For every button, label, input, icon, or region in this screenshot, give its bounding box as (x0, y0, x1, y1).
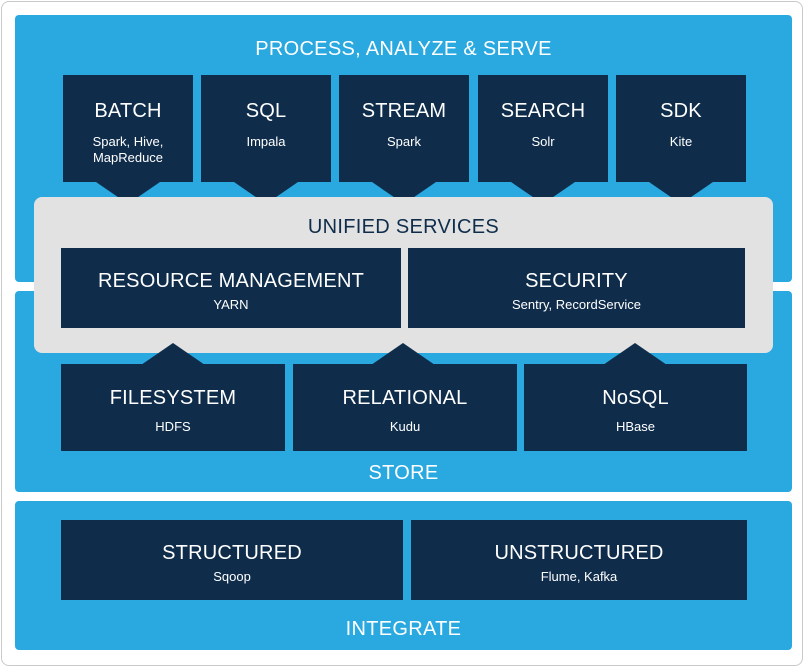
tile-resource-management-title: RESOURCE MANAGEMENT (97, 270, 365, 292)
tile-filesystem: FILESYSTEM HDFS (61, 364, 285, 451)
tile-structured-sub: Sqoop (213, 569, 251, 584)
tile-stream-sub1: Spark (387, 134, 421, 149)
tile-stream-title: STREAM (361, 100, 447, 122)
tile-batch: BATCH Spark, Hive, MapReduce (63, 75, 193, 182)
integrate-band-title: INTEGRATE (345, 618, 462, 640)
tile-search-title: SEARCH (500, 100, 586, 122)
store-band-title: STORE (368, 462, 439, 484)
tile-resource-management: RESOURCE MANAGEMENT YARN (61, 248, 401, 328)
tile-security: SECURITY Sentry, RecordService (408, 248, 745, 328)
tile-sdk-sub1: Kite (669, 134, 693, 149)
tile-security-title: SECURITY (525, 270, 628, 292)
tile-sdk: SDK Kite (616, 75, 746, 182)
tile-sdk-title: SDK (660, 100, 702, 122)
tile-batch-sub2: MapReduce (92, 150, 164, 165)
tile-batch-title: BATCH (94, 100, 162, 122)
tile-structured: STRUCTURED Sqoop (61, 520, 403, 600)
tile-filesystem-sub: HDFS (155, 419, 191, 434)
tile-search: SEARCH Solr (478, 75, 608, 182)
arrow-nosql (603, 343, 667, 365)
tile-relational: RELATIONAL Kudu (293, 364, 517, 451)
tile-filesystem-title: FILESYSTEM (109, 387, 237, 409)
unified-services-title: UNIFIED SERVICES (307, 216, 500, 238)
tile-batch-sub1: Spark, Hive, (92, 134, 164, 149)
tile-sql: SQL Impala (201, 75, 331, 182)
tile-nosql: NoSQL HBase (524, 364, 747, 451)
tile-nosql-title: NoSQL (602, 387, 669, 409)
tile-stream: STREAM Spark (339, 75, 469, 182)
process-band-title: PROCESS, ANALYZE & SERVE (255, 38, 552, 60)
tile-unstructured-sub: Flume, Kafka (540, 569, 618, 584)
tile-structured-title: STRUCTURED (162, 542, 302, 564)
tile-sql-title: SQL (245, 100, 287, 122)
tile-resource-management-sub: YARN (213, 297, 249, 312)
tile-security-sub: Sentry, RecordService (511, 297, 642, 312)
tile-unstructured-title: UNSTRUCTURED (494, 542, 664, 564)
arrow-filesystem (141, 343, 205, 365)
tile-unstructured: UNSTRUCTURED Flume, Kafka (411, 520, 747, 600)
arrow-relational (371, 343, 435, 365)
tile-nosql-sub: HBase (615, 419, 656, 434)
tile-relational-sub: Kudu (389, 419, 421, 434)
tile-relational-title: RELATIONAL (342, 387, 468, 409)
tile-sql-sub1: Impala (246, 134, 286, 149)
tile-search-sub1: Solr (531, 134, 555, 149)
